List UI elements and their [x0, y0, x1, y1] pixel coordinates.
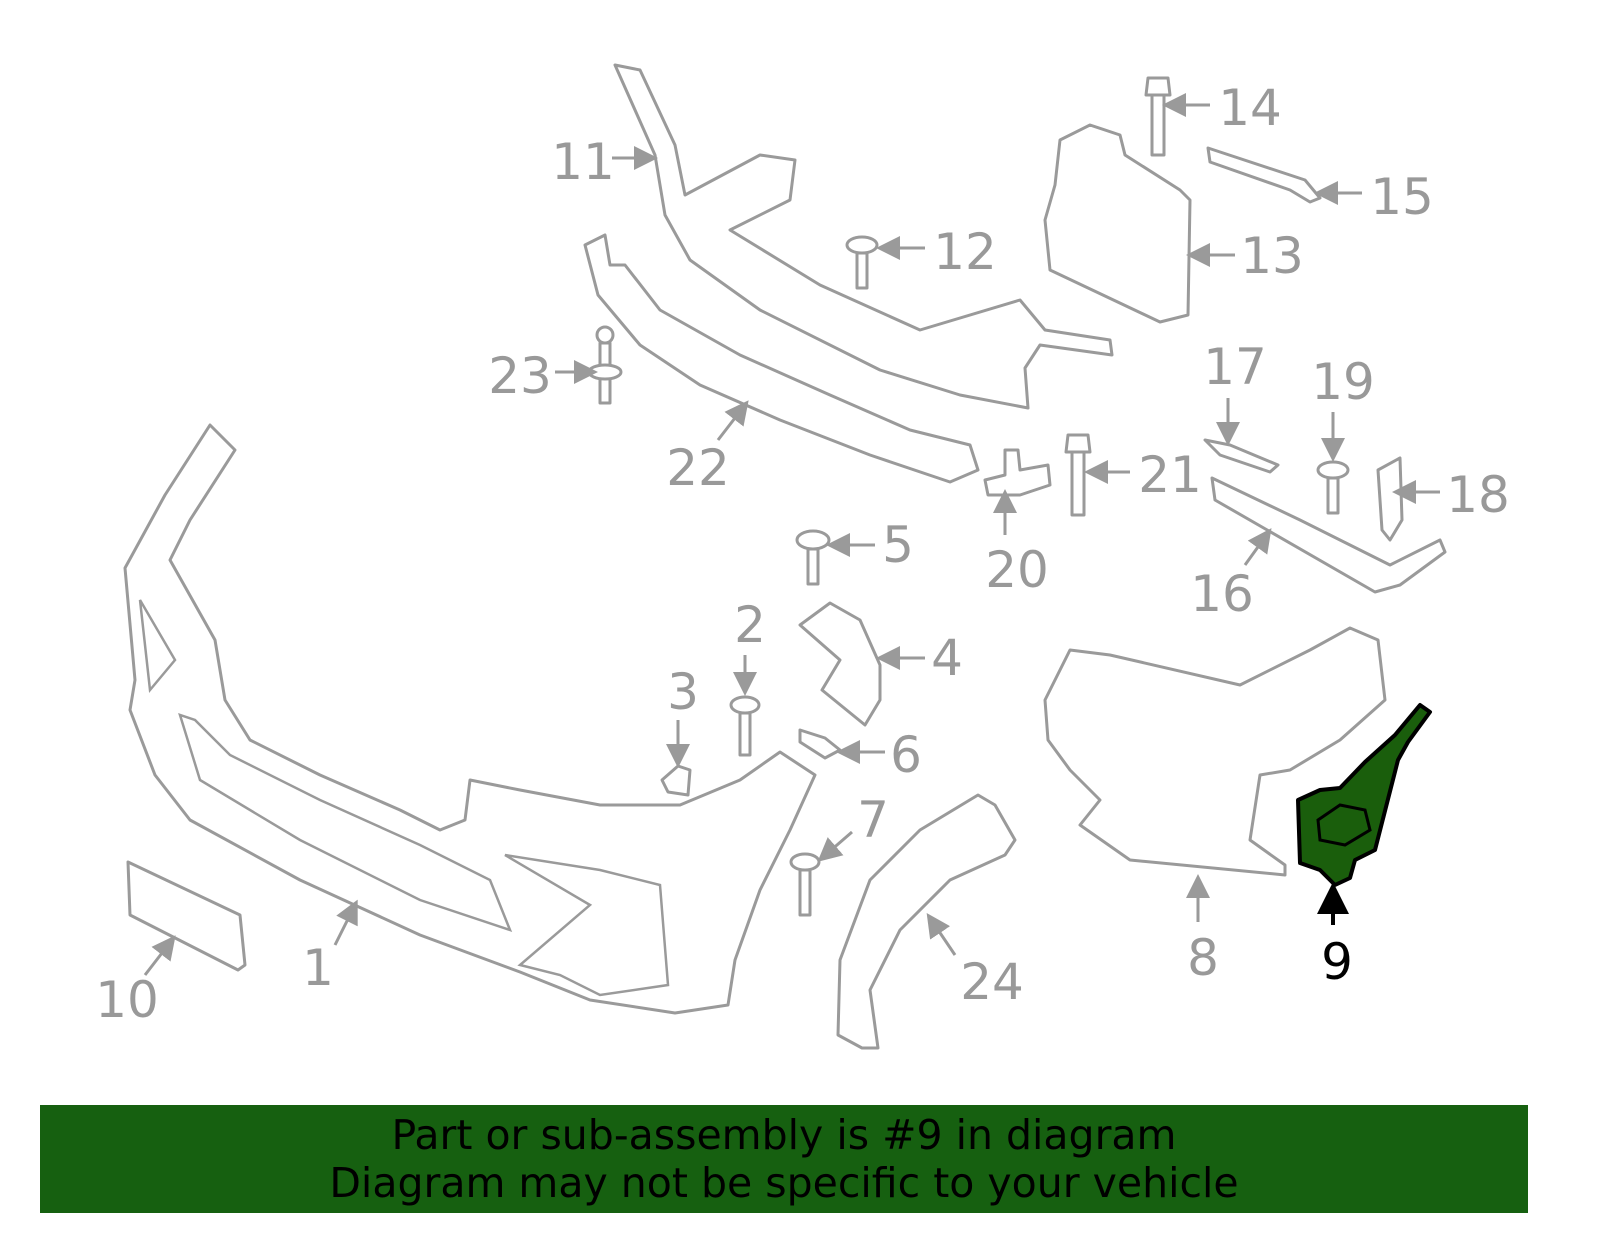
- callout-5: 5: [882, 516, 914, 574]
- callout-12: 12: [933, 223, 997, 281]
- callout-arrows: [143, 93, 1440, 976]
- part-18-bracket[interactable]: [1376, 456, 1404, 542]
- part-17-clip[interactable]: [1203, 438, 1280, 474]
- part-6-clip[interactable]: [798, 728, 842, 760]
- callout-8: 8: [1187, 929, 1219, 987]
- part-14-bolt[interactable]: [1144, 76, 1172, 157]
- part-5-screw[interactable]: [795, 529, 831, 586]
- part-4-bracket[interactable]: [798, 601, 882, 727]
- callout-14: 14: [1218, 79, 1282, 137]
- callout-15: 15: [1370, 168, 1434, 226]
- callout-23: 23: [488, 347, 552, 405]
- part-13-bracket[interactable]: [1043, 123, 1192, 324]
- callout-18: 18: [1446, 466, 1510, 524]
- info-banner: Part or sub-assembly is #9 in diagram Di…: [40, 1105, 1528, 1213]
- callout-10: 10: [95, 971, 159, 1029]
- part-20-bracket[interactable]: [983, 448, 1052, 497]
- callout-22: 22: [666, 439, 730, 497]
- callout-19: 19: [1311, 353, 1375, 411]
- callout-16: 16: [1190, 565, 1254, 623]
- part-10-plate-bracket[interactable]: [126, 860, 247, 972]
- part-9-highlighted-bracket[interactable]: [1296, 703, 1432, 925]
- part-8-grille[interactable]: [1043, 626, 1387, 877]
- callout-3: 3: [667, 663, 699, 721]
- callout-6: 6: [890, 726, 922, 784]
- callout-24: 24: [960, 953, 1024, 1011]
- part-22-energy-absorber[interactable]: [583, 233, 980, 484]
- part-3-clip[interactable]: [660, 764, 692, 797]
- callout-1: 1: [302, 939, 334, 997]
- callout-21: 21: [1138, 446, 1202, 504]
- callout-4: 4: [931, 629, 963, 687]
- part-15-strip[interactable]: [1206, 146, 1322, 204]
- callout-13: 13: [1240, 227, 1304, 285]
- part-23-pin[interactable]: [587, 325, 623, 405]
- part-24-wheel-arch-molding[interactable]: [836, 793, 1017, 1050]
- part-7-screw[interactable]: [789, 852, 821, 917]
- banner-line-2: Diagram may not be specific to your vehi…: [329, 1159, 1239, 1207]
- callout-17: 17: [1203, 338, 1267, 396]
- banner-line-1: Part or sub-assembly is #9 in diagram: [391, 1111, 1177, 1159]
- callout-11: 11: [551, 133, 615, 191]
- callout-7: 7: [857, 791, 889, 849]
- part-2-screw[interactable]: [729, 695, 761, 757]
- part-11-reinforcement[interactable]: [613, 63, 1114, 410]
- callout-20: 20: [985, 541, 1049, 599]
- part-1-bumper-cover[interactable]: [123, 423, 817, 1015]
- part-19-screw[interactable]: [1316, 460, 1350, 515]
- part-21-bolt[interactable]: [1064, 433, 1092, 517]
- callout-2: 2: [734, 596, 766, 654]
- callout-9: 9: [1321, 933, 1353, 991]
- part-12-screw[interactable]: [845, 235, 879, 290]
